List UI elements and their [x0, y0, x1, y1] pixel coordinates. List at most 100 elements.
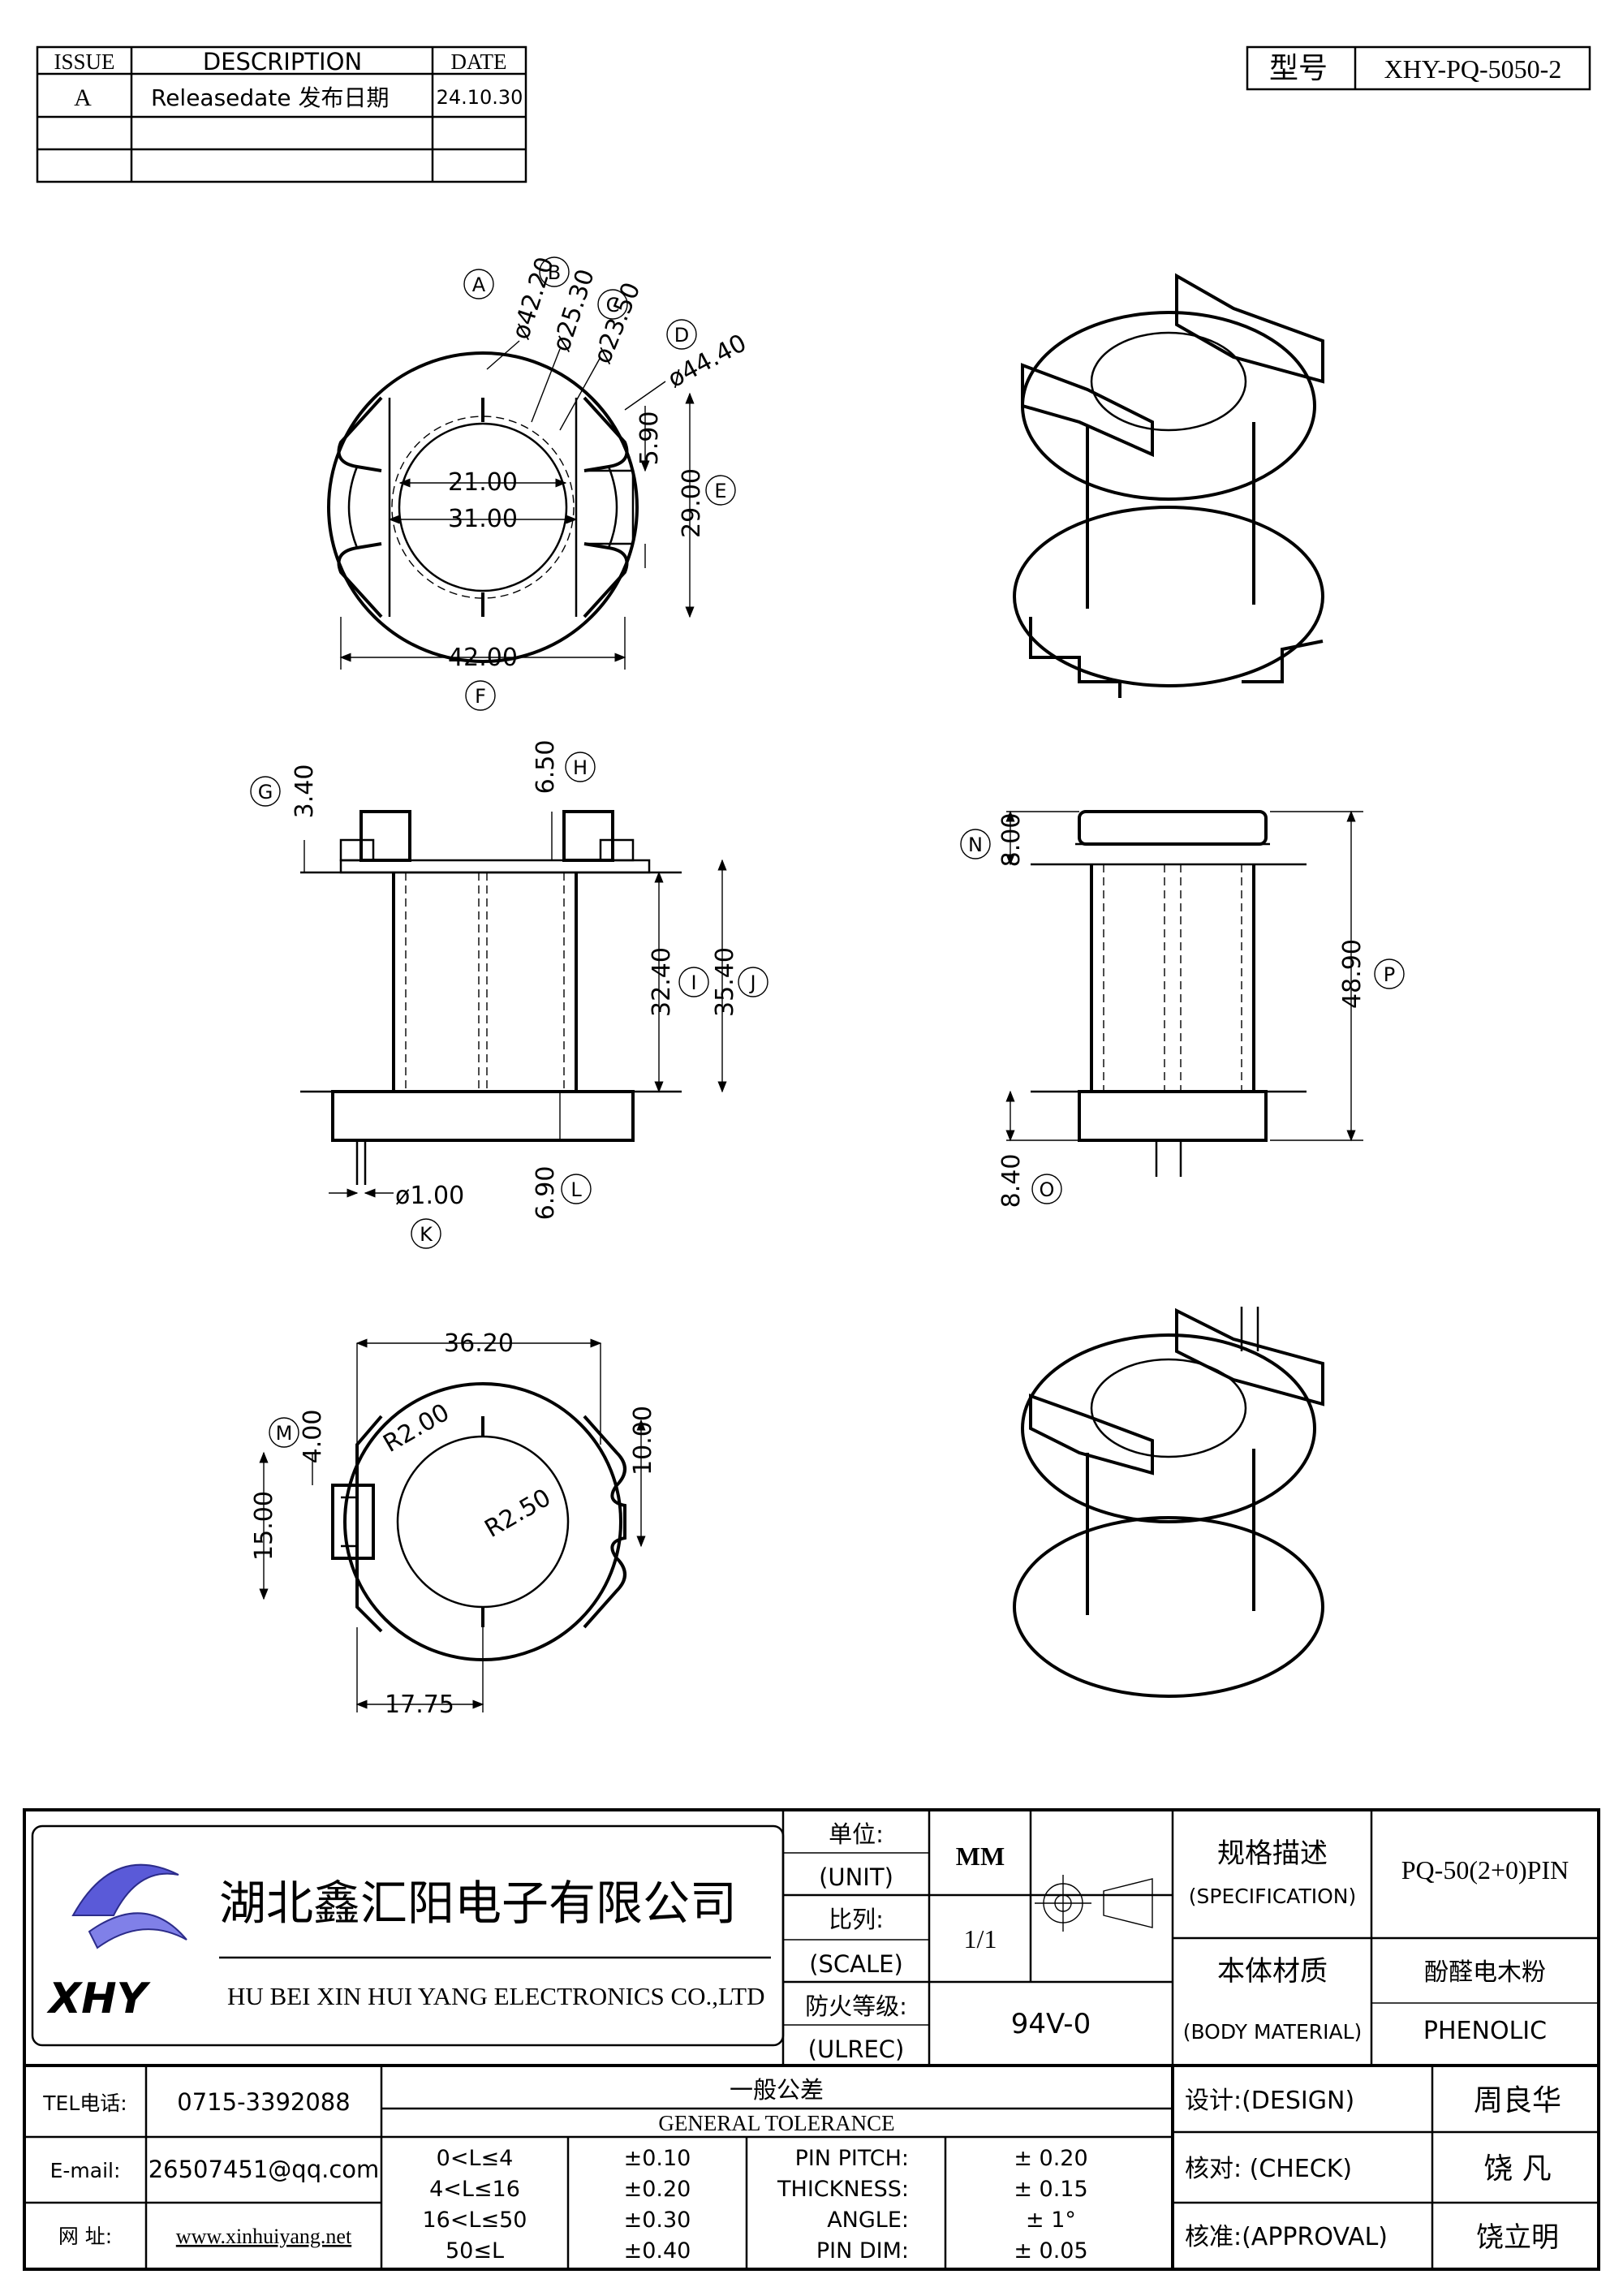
pin-spec-label-2: THICKNESS:: [777, 2177, 909, 2202]
bubble-i: I: [678, 967, 709, 997]
dim-c: ø23.50: [588, 278, 647, 368]
pin-spec-value-1: ± 0.20: [1014, 2146, 1087, 2171]
svg-text:H: H: [573, 756, 588, 779]
top-view: 21.00 31.00 42.00 29.00 5.90 ø42.20 ø25.…: [327, 254, 751, 672]
callout-bubbles: A B C D E F G H I J K L M N O P: [250, 256, 1405, 1448]
svg-text:A: A: [472, 274, 486, 296]
material-label-en: (BODY MATERIAL): [1183, 2020, 1363, 2044]
dim-10-00: 10.00: [629, 1406, 657, 1475]
dim-35-40: 35.40: [711, 947, 739, 1017]
svg-text:J: J: [748, 971, 756, 994]
svg-text:P: P: [1384, 963, 1395, 986]
dim-pin: ø1.00: [395, 1182, 464, 1210]
bubble-a: A: [463, 269, 494, 299]
bubble-g: G: [250, 776, 281, 807]
fire-label-en: (ULREC): [808, 2035, 905, 2063]
model-box: 型号 XHY-PQ-5050-2: [1246, 45, 1591, 91]
rev-description-a: Releasedate 发布日期: [151, 84, 389, 111]
side-view: 8.00 8.40 48.90: [997, 810, 1367, 1208]
check-value: 饶 凡: [1483, 2152, 1551, 2186]
pin-spec-value-3: ± 1°: [1026, 2208, 1076, 2233]
tol-range-1: 0<L≤4: [437, 2146, 514, 2171]
svg-text:M: M: [276, 1422, 293, 1445]
scale-label-cn: 比列:: [829, 1906, 884, 1933]
logo-text: XHY: [46, 1975, 152, 2023]
scale-label-en: (SCALE): [809, 1950, 903, 1978]
material-value-en: PHENOLIC: [1423, 2017, 1547, 2045]
rev-issue-a: A: [74, 84, 92, 111]
tol-value-1: ±0.10: [624, 2146, 691, 2171]
company-logo: XHY: [46, 1863, 187, 2023]
spec-label-en: (SPECIFICATION): [1189, 1885, 1356, 1908]
svg-text:I: I: [691, 971, 696, 994]
dim-5-90: 5.90: [635, 411, 664, 466]
svg-text:L: L: [570, 1178, 582, 1201]
svg-text:N: N: [968, 834, 983, 856]
pin-spec-value-4: ± 0.05: [1014, 2238, 1087, 2264]
rev-header-issue: ISSUE: [54, 50, 114, 74]
svg-text:D: D: [674, 324, 689, 347]
dim-r25: R2.50: [480, 1484, 556, 1544]
bubble-b: B: [539, 256, 570, 287]
email-value: 26507451@qq.com: [149, 2156, 380, 2183]
iso-view-top: [1013, 273, 1324, 698]
dim-31: 31.00: [448, 505, 518, 533]
revision-table: ISSUE DESCRIPTION DATE A Releasedate 发布日…: [36, 45, 527, 183]
rev-header-date: DATE: [451, 50, 507, 74]
tolerance-en: GENERAL TOLERANCE: [658, 2111, 894, 2135]
bubble-m: M: [269, 1417, 299, 1448]
dim-4-00: 4.00: [299, 1410, 327, 1464]
tol-value-3: ±0.30: [624, 2208, 691, 2233]
tol-value-4: ±0.40: [624, 2238, 691, 2264]
svg-text:C: C: [606, 294, 620, 317]
projection-symbol-icon: [1035, 1875, 1153, 1932]
pin-spec-label-3: ANGLE:: [827, 2208, 909, 2233]
unit-label-en: (UNIT): [819, 1863, 893, 1891]
email-label: E-mail:: [50, 2159, 121, 2182]
web-label: 网 址:: [58, 2225, 112, 2248]
company-name-en: HU BEI XIN HUI YANG ELECTRONICS CO.,LTD: [227, 1982, 764, 2010]
fire-value: 94V-0: [1011, 2008, 1091, 2040]
rev-date-a: 24.10.30: [437, 86, 523, 109]
dim-6-90: 6.90: [532, 1166, 560, 1221]
pin-spec-label-1: PIN PITCH:: [795, 2146, 909, 2171]
dim-36-20: 36.20: [444, 1329, 514, 1358]
tel-label: TEL电话:: [42, 2091, 127, 2115]
dim-21: 21.00: [448, 468, 518, 497]
tol-range-2: 4<L≤16: [429, 2177, 520, 2202]
approval-label: 核准:(APPROVAL): [1185, 2223, 1388, 2251]
bubble-j: J: [738, 967, 768, 997]
model-label: 型号: [1269, 52, 1328, 85]
svg-text:B: B: [548, 261, 561, 284]
bubble-d: D: [666, 319, 697, 350]
design-label: 设计:(DESIGN): [1185, 2087, 1354, 2115]
svg-text:G: G: [258, 781, 273, 803]
bubble-o: O: [1031, 1174, 1062, 1204]
dim-6-50: 6.50: [532, 740, 560, 795]
pin-spec-value-2: ± 0.15: [1014, 2177, 1087, 2202]
dim-15-00: 15.00: [250, 1491, 278, 1561]
web-link[interactable]: www.xinhuiyang.net: [176, 2225, 352, 2248]
front-view: 32.40 35.40 3.40 6.50 6.90 ø1.00: [291, 740, 739, 1221]
tol-value-2: ±0.20: [624, 2177, 691, 2202]
dim-8-00: 8.00: [997, 813, 1026, 868]
svg-text:F: F: [475, 685, 486, 708]
dim-42: 42.00: [448, 644, 518, 672]
dim-29: 29.00: [678, 468, 706, 538]
svg-text:K: K: [420, 1223, 433, 1246]
scale-value: 1/1: [964, 1924, 997, 1954]
fire-label-cn: 防火等级:: [805, 1992, 907, 2020]
bubble-f: F: [465, 680, 496, 711]
material-label-cn: 本体材质: [1217, 1955, 1328, 1988]
model-value: XHY-PQ-5050-2: [1384, 54, 1562, 84]
tolerance-rows: 0<L≤4 4<L≤16 16<L≤50 50≤L ±0.10 ±0.20 ±0…: [422, 2146, 1087, 2264]
bubble-c: C: [597, 289, 628, 320]
spec-value: PQ-50(2+0)PIN: [1401, 1855, 1569, 1885]
tolerance-cn: 一般公差: [730, 2076, 824, 2104]
title-block: XHY 湖北鑫汇阳电子有限公司 HU BEI XIN HUI YANG ELEC…: [23, 1808, 1600, 2271]
bubble-n: N: [960, 829, 991, 859]
dim-17-75: 17.75: [385, 1691, 454, 1719]
company-name-cn: 湖北鑫汇阳电子有限公司: [219, 1876, 737, 1931]
pin-spec-label-4: PIN DIM:: [816, 2238, 909, 2264]
